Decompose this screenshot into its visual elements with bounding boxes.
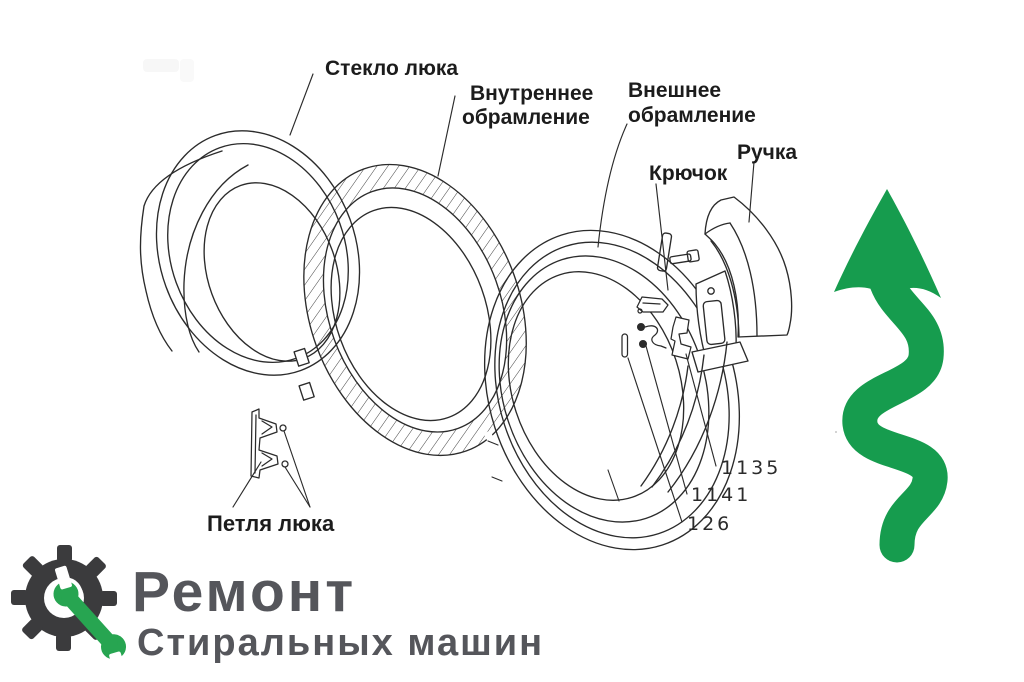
wrench-icon [49, 565, 131, 676]
handle-part [704, 196, 793, 338]
leader-handle [748, 161, 755, 223]
logo: Ремонт Стиральных машин [11, 545, 544, 676]
spring-part [636, 322, 667, 349]
leader-glass [289, 73, 314, 136]
leader-hinge-screw2 [283, 430, 311, 508]
arrow-body [842, 265, 948, 563]
hinge-part [250, 408, 289, 479]
leader-hinge-screw1 [284, 466, 311, 508]
logo-subtitle: Стиральных машин [137, 622, 544, 664]
label-inner-frame-2: обрамление [462, 106, 590, 129]
leader-inner-frame [437, 95, 456, 177]
faint-smudge [143, 59, 194, 82]
label-inner-frame-1: Внутреннее [470, 82, 593, 105]
outer-frame-part [483, 229, 837, 551]
leader-hook [655, 183, 669, 291]
part-number-1135: 1135 [721, 457, 781, 479]
label-hinge: Петля люка [207, 511, 335, 536]
arrow-head [834, 189, 941, 298]
label-hook: Крючок [649, 162, 728, 185]
inner-frame-part [293, 163, 527, 457]
leader-lines [232, 73, 755, 523]
door-glass-part [139, 130, 361, 376]
part-number-1141: 1141 [691, 484, 751, 506]
label-outer-frame-2: обрамление [628, 104, 756, 127]
leader-1141 [645, 345, 688, 495]
wavy-up-arrow-icon [834, 189, 948, 563]
hook-part [636, 296, 669, 314]
logo-title: Ремонт [132, 560, 356, 624]
label-glass: Стекло люка [325, 57, 458, 80]
part-number-126: 126 [687, 513, 732, 535]
leader-126 [627, 357, 683, 523]
label-handle: Ручка [737, 141, 797, 164]
diagram-labels: Стекло люка Внутреннее обрамление Внешне… [207, 57, 797, 536]
pin-part [621, 333, 629, 358]
leader-hinge-bracket [232, 461, 262, 508]
leader-outer-frame [597, 123, 628, 248]
label-outer-frame-1: Внешнее [628, 79, 721, 102]
latch-part [670, 316, 692, 360]
leader-1135 [685, 353, 717, 467]
